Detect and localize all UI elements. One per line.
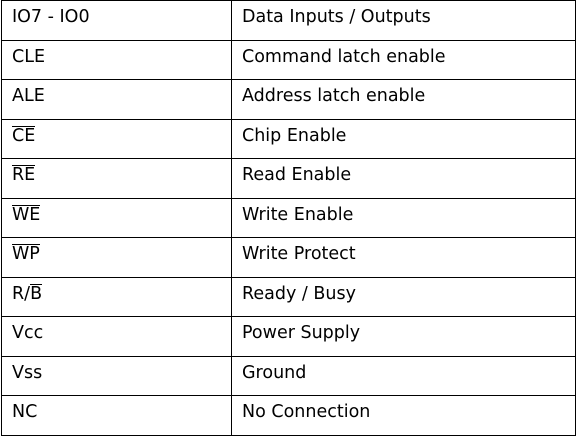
pin-description-cell: Command latch enable [231,39,576,81]
table-row: IO7 - IO0 Data Inputs / Outputs [1,0,576,41]
pin-name: R/ [12,283,31,304]
pin-name-overbar: WE [12,204,41,225]
pin-name-overbar: WP [12,244,40,265]
pin-description-cell: Ground [231,355,576,397]
table-row: Vss Ground [1,355,576,397]
pin-description-cell: No Connection [231,395,576,436]
pin-description-cell: Data Inputs / Outputs [231,0,576,41]
table-row: CLE Command latch enable [1,39,576,81]
pin-name-overbar: B [30,283,43,304]
pin-name: NC [12,402,38,423]
pin-name-cell: RE [1,158,232,199]
pin-name-cell: R/B [1,276,232,318]
pin-name: Vss [12,362,43,383]
pin-name-cell: WE [1,197,232,239]
pin-name-cell: Vcc [1,316,232,357]
pin-name-cell: CE [1,118,232,160]
pin-name-cell: ALE [1,79,232,120]
pin-name-cell: WP [1,237,232,278]
pin-description-cell: Write Enable [231,197,576,239]
table-row: RE Read Enable [1,158,576,199]
pin-description-cell: Write Protect [231,237,576,278]
pin-name-cell: IO7 - IO0 [1,0,232,41]
pin-name: Vcc [12,323,44,344]
pin-description-cell: Ready / Busy [231,276,576,318]
pin-description-cell: Address latch enable [231,79,576,120]
table-row: WP Write Protect [1,237,576,278]
table-row: Vcc Power Supply [1,316,576,357]
pin-name-cell: Vss [1,355,232,397]
pin-name: ALE [12,86,45,107]
pin-name: CLE [12,46,46,67]
table-row: WE Write Enable [1,197,576,239]
pin-name: IO7 - IO0 [12,7,90,27]
pin-description-cell: Power Supply [231,316,576,357]
table-row: ALE Address latch enable [1,79,576,120]
table-row: R/B Ready / Busy [1,276,576,318]
pin-name-overbar: CE [12,125,36,146]
pin-description-cell: Chip Enable [231,118,576,160]
pin-description-cell: Read Enable [231,158,576,199]
pin-name-cell: NC [1,395,232,436]
pin-name-cell: CLE [1,39,232,81]
table-row: NC No Connection [1,395,576,436]
pin-name-overbar: RE [12,165,36,186]
table-row: CE Chip Enable [1,118,576,160]
